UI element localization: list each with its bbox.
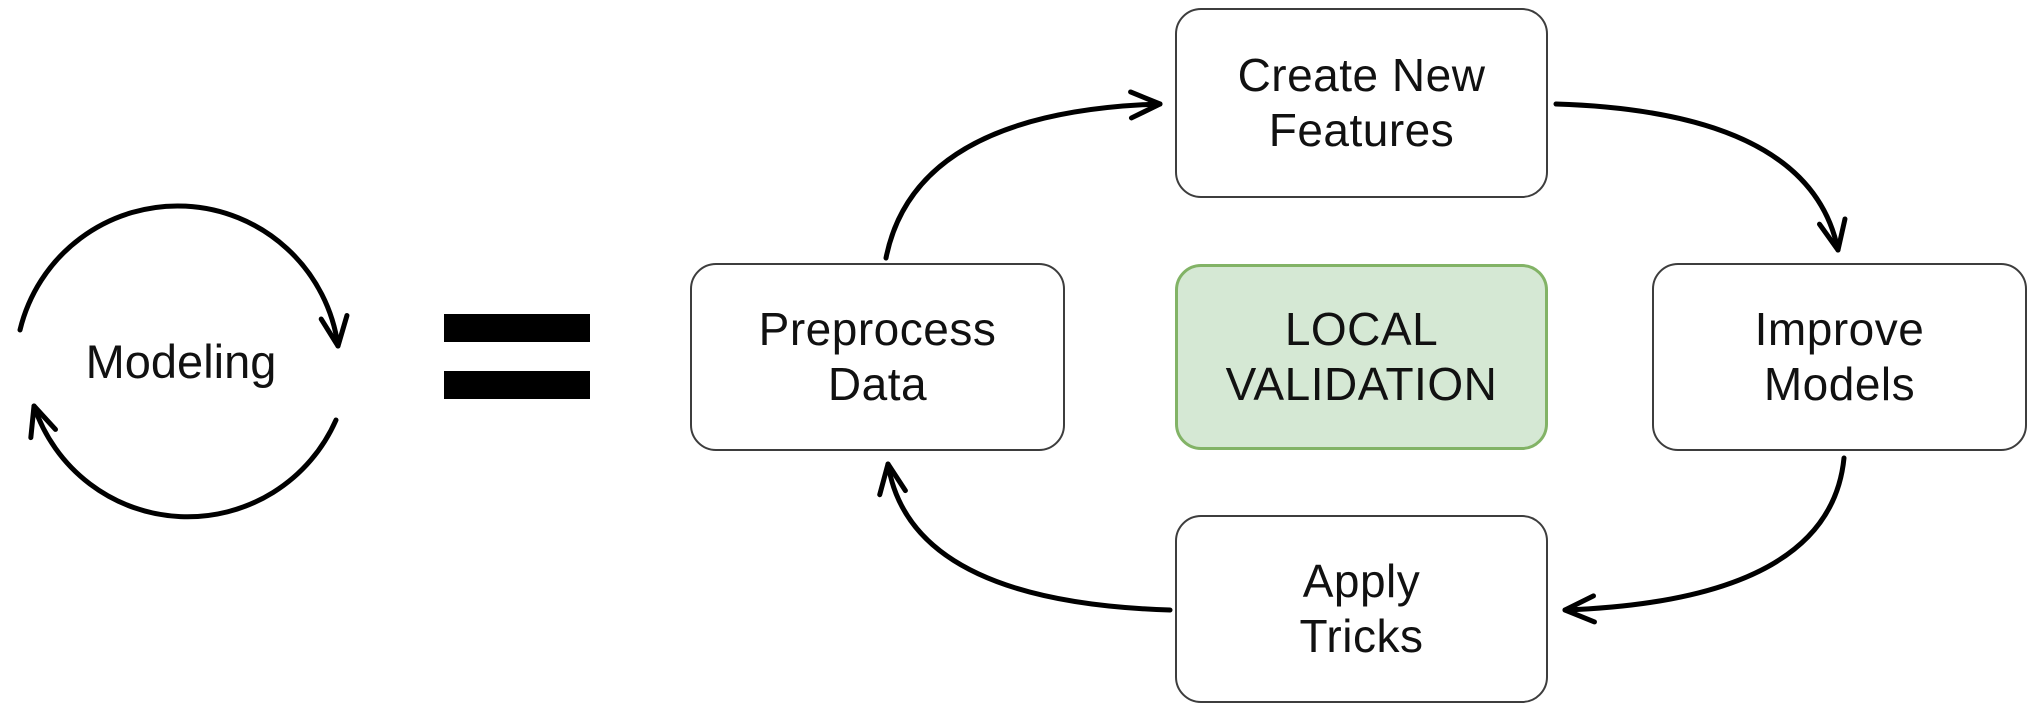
modeling-cycle-icon [17,203,350,520]
node-preprocess-data: Preprocess Data [690,263,1065,451]
node-label: Preprocess Data [758,302,997,410]
node-apply-tricks: Apply Tricks [1175,515,1548,703]
node-create-new-features: Create New Features [1175,8,1548,198]
equals-icon: = [444,314,590,400]
node-label: Apply Tricks [1299,554,1424,662]
modeling-label: Modeling [85,335,277,388]
node-local-validation: LOCAL VALIDATION [1175,264,1548,450]
node-label: LOCAL VALIDATION [1225,302,1498,410]
node-label: Improve Models [1754,302,1925,410]
arrow-improve-to-apply [1562,455,1847,625]
node-improve-models: Improve Models [1652,263,2027,451]
equals-bar-top [444,314,590,342]
arrow-preprocess-to-create [883,89,1163,261]
arrow-apply-to-preprocess [877,461,1173,613]
arrow-create-to-improve [1553,101,1848,253]
equals-bar-bottom [444,371,590,399]
node-label: Create New Features [1237,48,1486,156]
